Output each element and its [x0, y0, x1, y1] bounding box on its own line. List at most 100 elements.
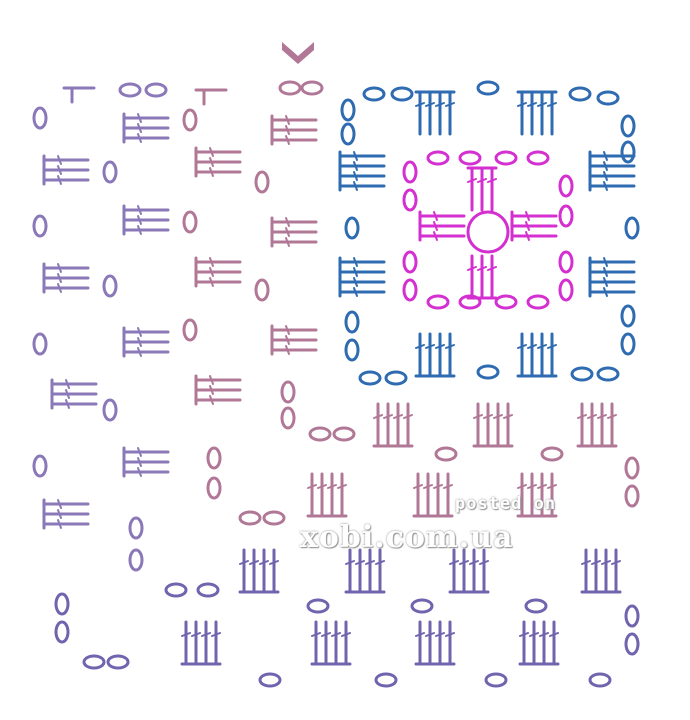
chain-stitch: [344, 310, 360, 334]
stitch-stroke: [337, 484, 347, 489]
stitch-stroke: [547, 102, 557, 107]
stitch-stroke: [443, 484, 453, 489]
stitch-stroke: [209, 277, 214, 287]
watermark-site: xobi.com.ua: [300, 520, 514, 555]
stitch-stroke: [517, 484, 527, 489]
stitch-stroke: [353, 267, 358, 277]
chain-stitch: [588, 672, 612, 688]
stitch-stroke: [285, 345, 290, 355]
chain-stitch: [494, 294, 518, 310]
stitch-stroke: [477, 266, 487, 271]
stitch-stroke: [201, 632, 211, 637]
stitch-stroke: [365, 560, 375, 565]
stitch-stroke: [239, 560, 249, 565]
stitch-stroke: [355, 560, 365, 565]
chain-stitch: [426, 150, 450, 166]
stitch-stroke: [445, 632, 455, 637]
chain-stitch: [624, 456, 640, 480]
stitch-stroke: [331, 632, 341, 637]
chain-stitch: [494, 150, 518, 166]
magic-ring-icon: [466, 210, 510, 254]
stitch-stroke: [209, 395, 214, 405]
stitch-stroke: [433, 231, 438, 241]
stitch-stroke: [259, 560, 269, 565]
stitch-stroke: [393, 414, 403, 419]
stitch-stroke: [209, 167, 214, 177]
stitch-stroke: [539, 632, 549, 637]
stitch-stroke: [517, 102, 527, 107]
stitch-stroke: [137, 123, 142, 133]
stitch-stroke: [525, 221, 530, 231]
stitch-stroke: [467, 178, 477, 183]
chain-stitch: [258, 672, 282, 688]
stitch-stroke: [285, 125, 290, 135]
stitch-stroke: [307, 484, 317, 489]
chain-stitch: [620, 304, 636, 328]
stitch-stroke: [425, 344, 435, 349]
stitch-stroke: [137, 133, 142, 143]
chain-stitch: [196, 582, 220, 598]
stitch-stroke: [353, 171, 358, 181]
stitch-stroke: [57, 509, 62, 519]
stitch-stroke: [211, 632, 221, 637]
chain-stitch: [558, 174, 574, 198]
chain-stitch: [558, 250, 574, 274]
stitch-stroke: [425, 632, 435, 637]
stitch-stroke: [587, 414, 597, 419]
chain-stitch: [620, 114, 636, 138]
stitch-stroke: [415, 632, 425, 637]
stitch-stroke: [603, 161, 608, 171]
chain-stitch: [340, 98, 356, 122]
stitch-stroke: [57, 273, 62, 283]
stitch-stroke: [527, 344, 537, 349]
stitch-stroke: [285, 115, 290, 125]
stitch-stroke: [449, 560, 459, 565]
stitch-stroke: [57, 175, 62, 185]
chain-stitch: [434, 446, 458, 462]
chain-stitch: [254, 170, 270, 194]
chain-stitch: [344, 216, 360, 240]
stitch-stroke: [209, 147, 214, 157]
chain-stitch: [568, 86, 592, 102]
chain-stitch: [390, 86, 414, 102]
chain-stitch: [426, 294, 450, 310]
stitch-stroke: [603, 151, 608, 161]
chain-stitch: [280, 406, 296, 430]
stitch-stroke: [597, 414, 607, 419]
chain-stitch: [540, 446, 564, 462]
chain-stitch: [624, 484, 640, 508]
stitch-stroke: [473, 414, 483, 419]
stitch-stroke: [525, 231, 530, 241]
chain-stitch: [54, 592, 70, 616]
stitch-stroke: [527, 484, 537, 489]
stitch-stroke: [425, 102, 435, 107]
stitch-stroke: [209, 267, 214, 277]
chain-stitch: [102, 160, 118, 184]
stitch-stroke: [517, 344, 527, 349]
chain-stitch: [262, 510, 286, 526]
chain-stitch: [280, 380, 296, 404]
stitch-stroke: [603, 171, 608, 181]
stitch-stroke: [547, 484, 557, 489]
chain-stitch: [102, 274, 118, 298]
stitch-stroke: [269, 560, 279, 565]
stitch-stroke: [317, 484, 327, 489]
stitch-stroke: [285, 335, 290, 345]
stitch-stroke: [181, 632, 191, 637]
chain-stitch: [596, 90, 620, 106]
chain-stitch: [384, 370, 408, 386]
stitch-stroke: [137, 205, 142, 215]
stitch-stroke: [527, 102, 537, 107]
stitch-stroke: [375, 560, 385, 565]
stitch-stroke: [519, 632, 529, 637]
stitch-stroke: [413, 484, 423, 489]
stitch-stroke: [353, 151, 358, 161]
stitch-stroke: [137, 467, 142, 477]
watermark-posted-on: posted on: [455, 494, 557, 514]
chain-stitch: [308, 426, 332, 442]
stitch-stroke: [607, 414, 617, 419]
chain-stitch: [300, 80, 324, 96]
chain-stitch: [144, 82, 168, 98]
chain-stitch: [206, 476, 222, 500]
